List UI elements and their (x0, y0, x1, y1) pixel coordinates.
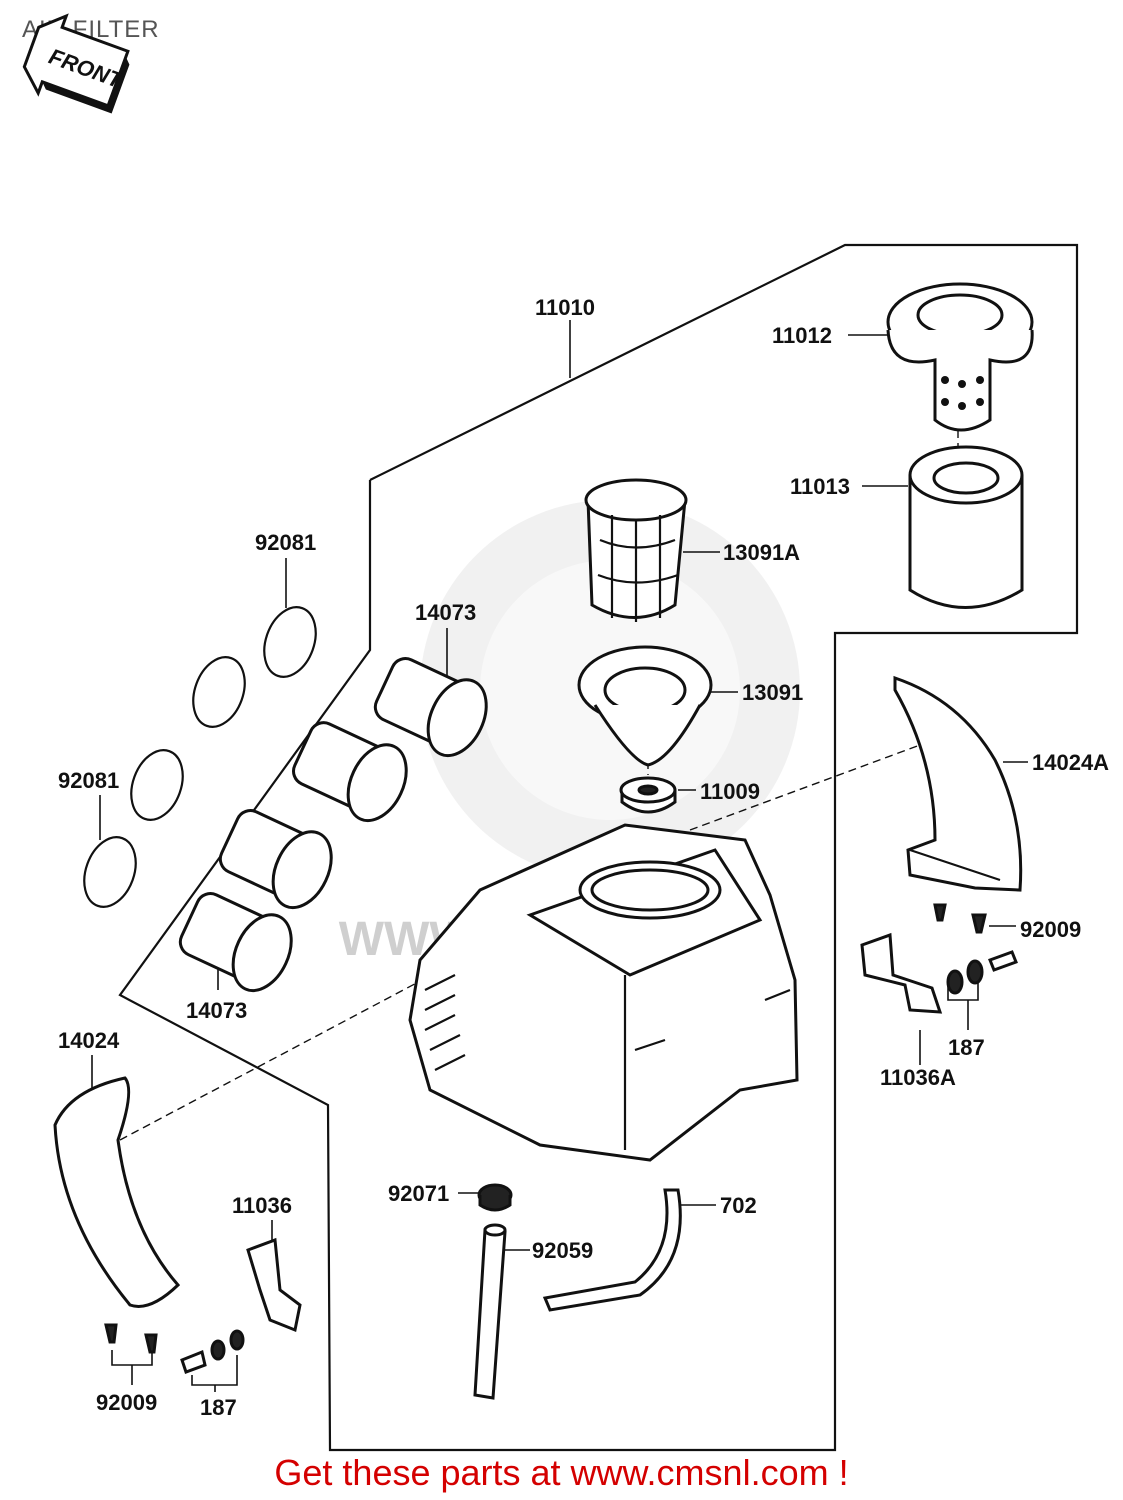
label-11036A: 11036A (880, 1065, 956, 1090)
part-14073-holders (178, 657, 488, 993)
part-92009-screws-left (104, 1323, 158, 1354)
part-92059-tube (473, 1223, 507, 1400)
part-11013-filter-element (908, 445, 1024, 609)
label-11010: 11010 (535, 295, 595, 320)
part-92071-cap (477, 1183, 513, 1212)
label-187-right: 187 (948, 1035, 985, 1060)
part-14024A-duct (893, 675, 1023, 892)
label-92081-top: 92081 (255, 530, 316, 555)
label-14073-top: 14073 (415, 600, 476, 625)
part-11036A-bracket (860, 932, 943, 1014)
part-11012-cover (886, 282, 1034, 432)
label-92009-right: 92009 (1020, 917, 1081, 942)
part-11009-grommet (619, 776, 677, 814)
label-13091A: 13091A (723, 540, 800, 565)
part-13091A-cage (584, 478, 688, 622)
label-92059: 92059 (532, 1238, 593, 1263)
part-187-bolts-left (180, 1329, 245, 1374)
part-92081-o-rings (83, 606, 317, 908)
label-11012: 11012 (772, 323, 832, 348)
label-11036: 11036 (232, 1193, 292, 1218)
part-92009-screws-right (933, 903, 987, 934)
part-702-hose (542, 1188, 682, 1312)
label-187-left: 187 (200, 1395, 237, 1420)
front-arrow-icon: FRONT (22, 13, 130, 114)
assembly-outline (118, 243, 1079, 1452)
label-14024: 14024 (58, 1028, 120, 1053)
label-13091: 13091 (742, 680, 803, 705)
label-11009: 11009 (700, 779, 760, 804)
part-11010-air-box (408, 823, 799, 1162)
label-14073-bottom: 14073 (186, 998, 247, 1023)
part-14024-duct (53, 1076, 181, 1308)
label-92071: 92071 (388, 1181, 449, 1206)
footer-link-text[interactable]: Get these parts at www.cmsnl.com ! (274, 1452, 849, 1493)
part-11036-bracket (246, 1237, 302, 1333)
label-14024A: 14024A (1032, 750, 1109, 775)
part-13091-funnel (577, 645, 713, 767)
label-92009-left: 92009 (96, 1390, 157, 1415)
part-number-labels: 11010 11012 11013 13091A 13091 11009 140… (58, 295, 1109, 1420)
label-702: 702 (720, 1193, 757, 1218)
label-92081-bottom: 92081 (58, 768, 119, 793)
label-11013: 11013 (790, 474, 850, 499)
leader-lines (91, 320, 1028, 1392)
part-187-bolts-right (946, 950, 1018, 995)
